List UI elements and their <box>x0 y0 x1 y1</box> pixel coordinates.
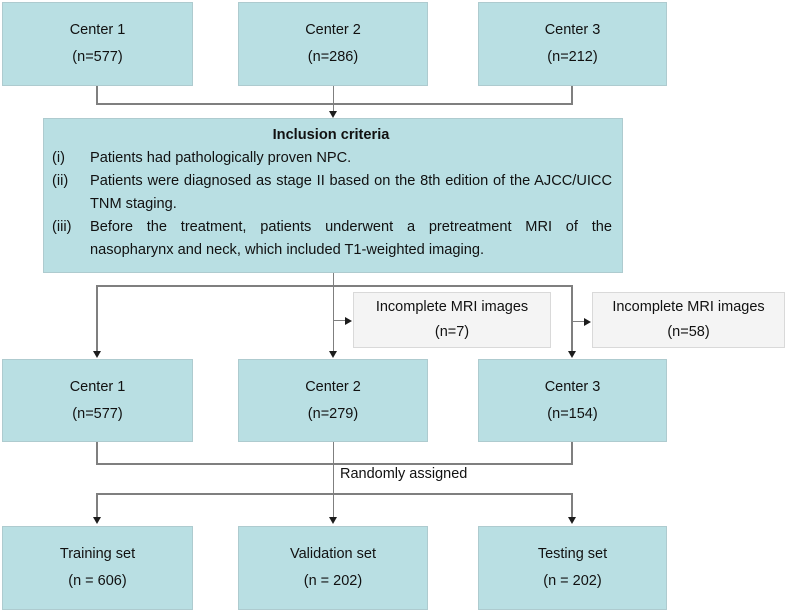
center2-initial-title: Center 2 <box>305 22 361 38</box>
connector-line <box>332 273 334 352</box>
connector-line <box>334 319 346 321</box>
inclusion-criteria-title: Inclusion criteria <box>272 127 390 143</box>
connector-line <box>96 442 98 464</box>
inclusion-item-1-marker: (i) <box>52 150 65 166</box>
connector-line <box>571 86 573 104</box>
validation-set-box: Validation set (n = 202) <box>238 526 428 610</box>
connector-line <box>572 320 585 322</box>
training-set-box: Training set (n = 606) <box>2 526 193 610</box>
center1-included-count: (n=577) <box>72 405 123 422</box>
randomly-assigned-label: Randomly assigned <box>340 466 468 482</box>
connector-line <box>571 442 573 464</box>
center2-initial-count: (n=286) <box>307 49 359 65</box>
connector-line <box>571 285 573 352</box>
center3-initial-count: (n=212) <box>547 49 598 65</box>
arrowhead-down-icon <box>568 351 576 358</box>
exclusion-n58-count: (n=58) <box>667 324 710 340</box>
training-set-count: (n = 606) <box>68 573 127 589</box>
center3-included-count: (n=154) <box>547 405 598 422</box>
arrowhead-right-icon <box>345 316 352 325</box>
arrowhead-down-icon <box>329 517 337 524</box>
inclusion-item-2-marker: (ii) <box>52 173 69 189</box>
center3-initial-title: Center 3 <box>544 22 601 38</box>
center1-initial-box: Center 1 (n=577) <box>2 2 193 86</box>
connector-line <box>96 103 573 105</box>
arrowhead-down-icon <box>329 351 337 358</box>
center3-included-title: Center 3 <box>544 378 601 395</box>
testing-set-count: (n = 202) <box>543 573 602 589</box>
arrowhead-down-icon <box>329 111 337 118</box>
testing-set-title: Testing set <box>537 546 608 562</box>
center2-initial-box: Center 2 (n=286) <box>238 2 428 86</box>
center1-initial-count: (n=577) <box>72 49 123 65</box>
exclusion-n58-label: Incomplete MRI images <box>612 299 765 315</box>
connector-line <box>96 493 98 518</box>
validation-set-title: Validation set <box>290 546 376 562</box>
connector-line <box>96 493 573 495</box>
inclusion-item-1-text: Patients had pathologically proven NPC. <box>90 150 352 166</box>
center2-included-count: (n=279) <box>307 405 359 422</box>
connector-line <box>332 86 334 112</box>
exclusion-n7-label: Incomplete MRI images <box>375 299 529 315</box>
center2-included-title: Center 2 <box>305 378 361 395</box>
connector-line <box>96 285 98 352</box>
arrowhead-down-icon <box>568 517 576 524</box>
center3-initial-box: Center 3 (n=212) <box>478 2 667 86</box>
center1-initial-title: Center 1 <box>69 22 126 38</box>
inclusion-item-1: (i) Patients had pathologically proven N… <box>50 147 612 170</box>
center1-included-title: Center 1 <box>69 378 126 395</box>
training-set-title: Training set <box>59 546 136 562</box>
exclusion-box-n7: Incomplete MRI images (n=7) <box>353 292 551 348</box>
validation-set-count: (n = 202) <box>303 573 363 589</box>
testing-set-box: Testing set (n = 202) <box>478 526 667 610</box>
connector-line <box>332 442 334 518</box>
center2-included-box: Center 2 (n=279) <box>238 359 428 442</box>
arrowhead-right-icon <box>584 317 591 326</box>
center1-included-box: Center 1 (n=577) <box>2 359 193 442</box>
inclusion-item-3-marker: (iii) <box>52 219 72 235</box>
center3-included-box: Center 3 (n=154) <box>478 359 667 442</box>
inclusion-item-2-text: Patients were diagnosed as stage II base… <box>90 173 612 212</box>
inclusion-item-3-text: Before the treatment, patients underwent… <box>90 219 612 258</box>
inclusion-item-3: (iii) Before the treatment, patients und… <box>50 216 612 262</box>
inclusion-item-2: (ii) Patients were diagnosed as stage II… <box>50 170 612 216</box>
exclusion-box-n58: Incomplete MRI images (n=58) <box>592 292 785 348</box>
connector-line <box>96 463 573 465</box>
connector-line <box>571 493 573 518</box>
arrowhead-down-icon <box>92 517 101 524</box>
arrowhead-down-icon <box>92 351 101 358</box>
exclusion-n7-count: (n=7) <box>434 324 470 340</box>
connector-line <box>96 86 98 104</box>
connector-line <box>96 285 573 287</box>
inclusion-criteria-box: Inclusion criteria (i) Patients had path… <box>43 118 623 273</box>
